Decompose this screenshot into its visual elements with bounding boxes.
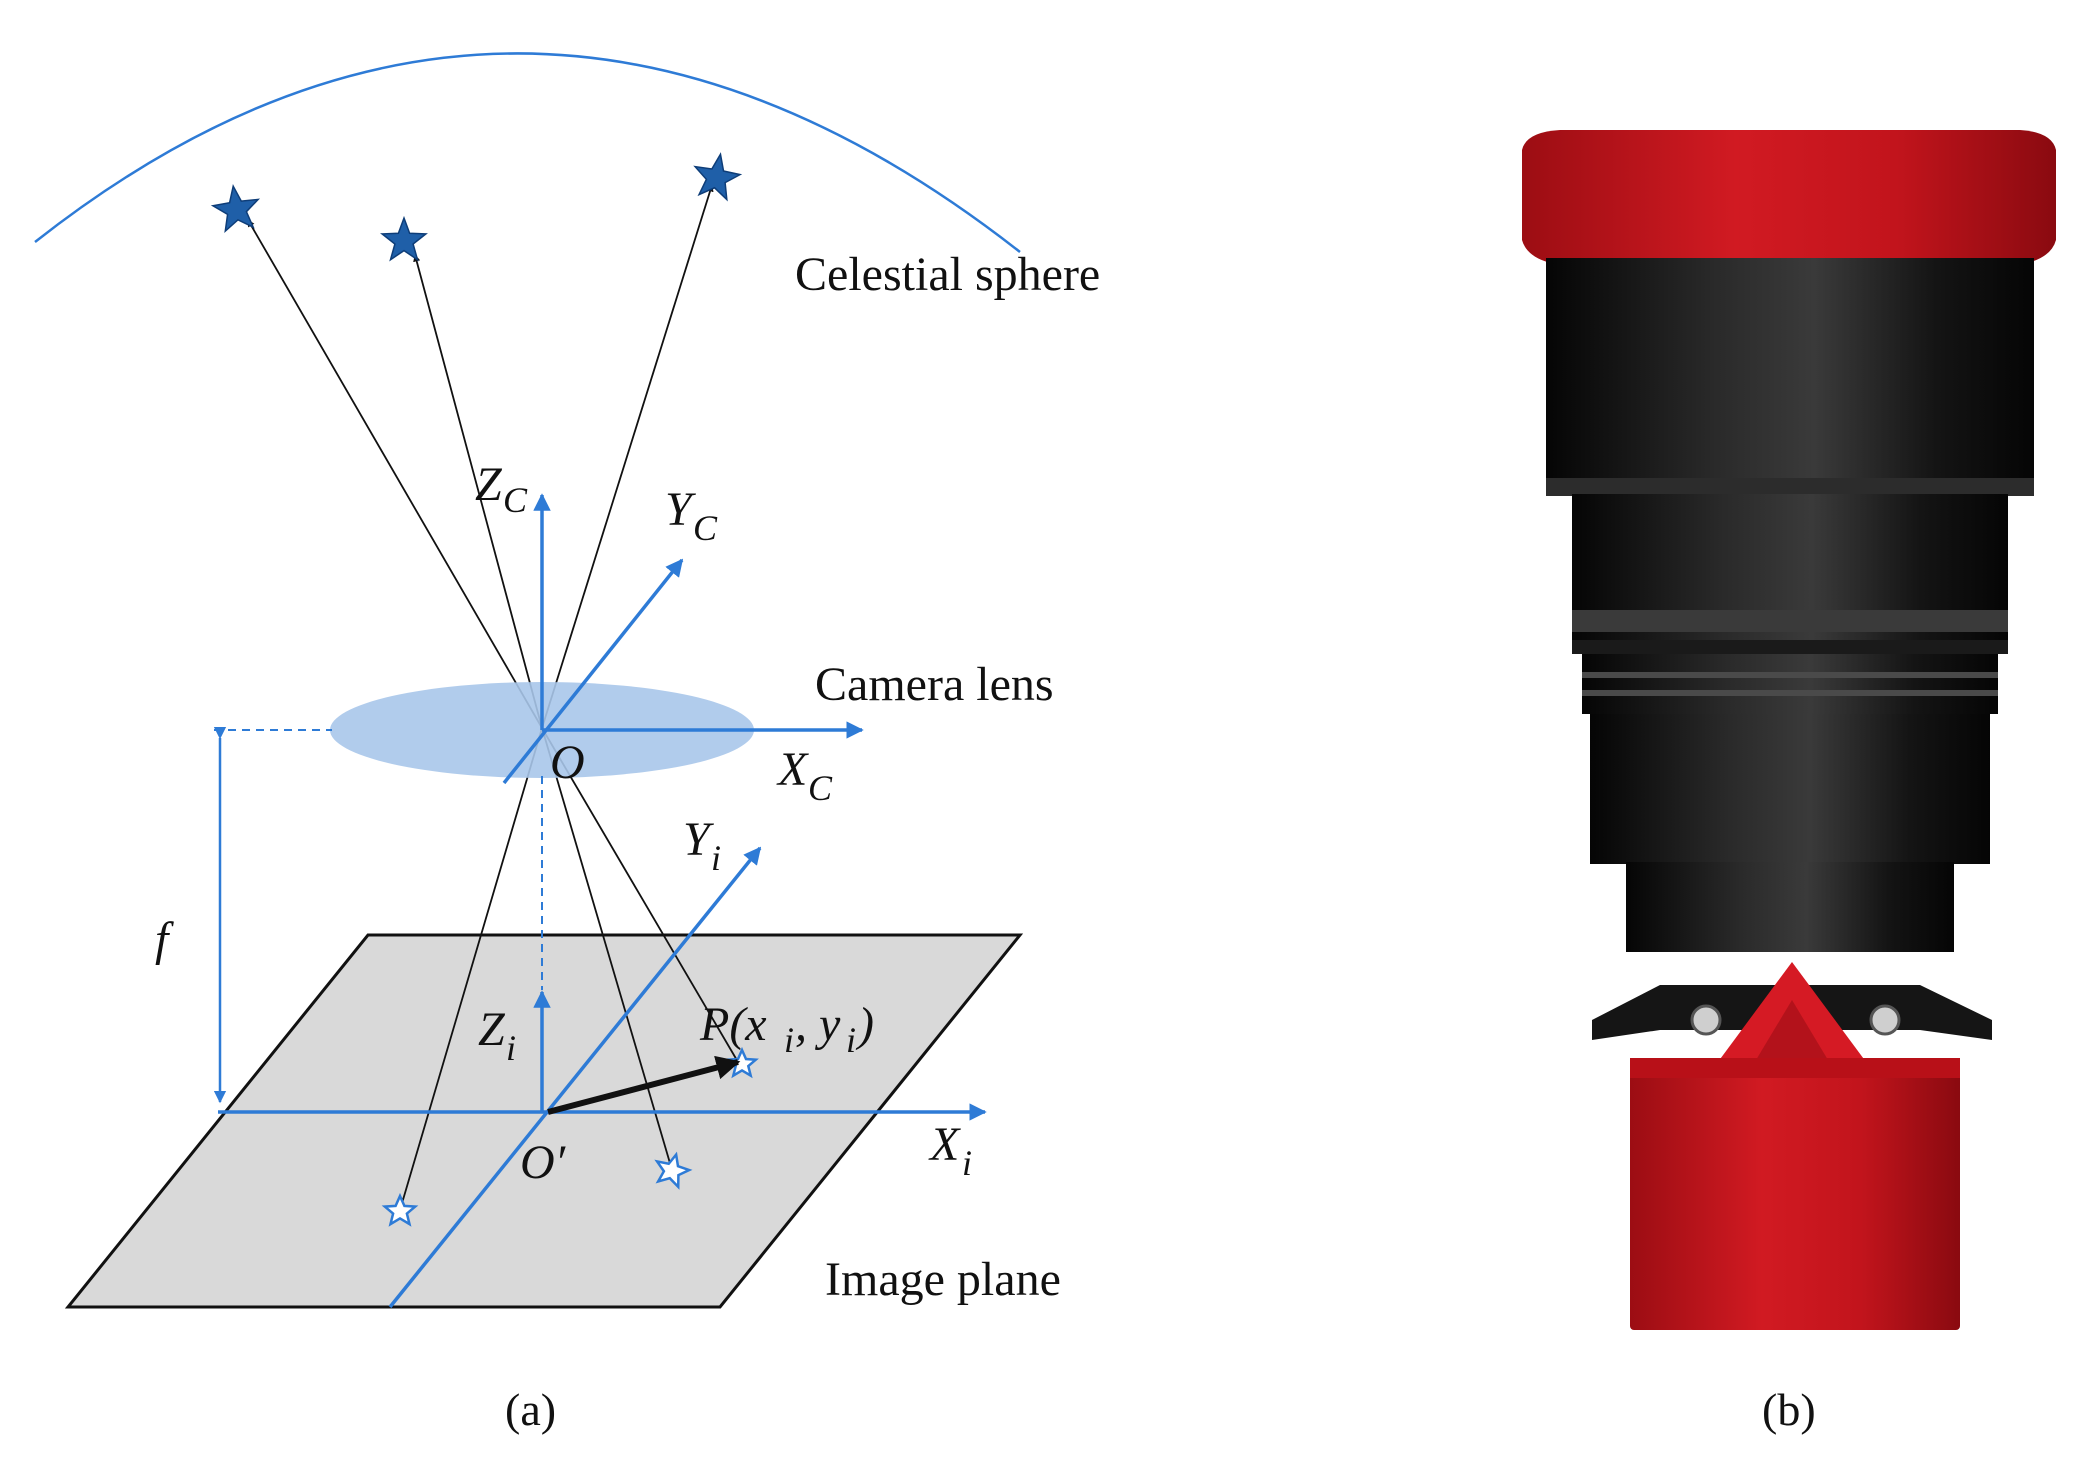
star-icon (210, 184, 261, 234)
label-camera-lens: Camera lens (815, 658, 1054, 711)
svg-text:i: i (784, 1020, 794, 1060)
caption-b: (b) (1762, 1384, 1816, 1435)
svg-text:i: i (506, 1028, 516, 1068)
svg-text:Z: Z (475, 458, 503, 511)
label-yc: Y C (665, 483, 718, 548)
star-icon (381, 1192, 419, 1227)
svg-text:Y: Y (665, 483, 696, 536)
svg-text:i: i (711, 838, 721, 878)
svg-text:): ) (855, 998, 874, 1051)
svg-text:i: i (846, 1020, 856, 1060)
svg-text:Z: Z (478, 1003, 506, 1056)
svg-text:C: C (693, 508, 718, 548)
star-icon (380, 215, 428, 262)
axis-yc (502, 558, 684, 785)
label-xi: X i (928, 1118, 972, 1183)
celestial-stars (210, 152, 743, 262)
caption-a: (a) (505, 1384, 556, 1435)
diagram-panel-a: Celestial sphere Camera lens Image plane… (34, 52, 1100, 1435)
label-celestial-sphere: Celestial sphere (795, 248, 1100, 301)
svg-text:C: C (503, 480, 528, 520)
label-zc: Z C (475, 458, 528, 520)
label-origin-o-prime: O′ (520, 1136, 567, 1189)
label-point-p: P(x i , y i ) (699, 998, 874, 1060)
svg-text:X: X (928, 1118, 961, 1171)
screw-icon (1869, 1004, 1901, 1036)
camera-axes (502, 493, 864, 785)
label-origin-o: O (550, 736, 585, 789)
svg-text:P(x: P(x (699, 998, 767, 1051)
axis-yi (388, 846, 762, 1309)
camera-photo-panel-b: (b) (1522, 130, 2056, 1435)
star-icon (693, 152, 743, 202)
label-zi: Z i (478, 1003, 516, 1068)
svg-text:, y: , y (795, 998, 841, 1051)
label-image-plane: Image plane (825, 1253, 1061, 1306)
svg-text:i: i (962, 1143, 972, 1183)
lens-mount (1626, 862, 1954, 952)
svg-text:X: X (776, 743, 809, 796)
label-yi: Y i (683, 813, 721, 878)
red-sensor-housing (1630, 1058, 1960, 1330)
projection-vector (547, 1055, 741, 1115)
dashed-guides (214, 729, 543, 990)
star-icon (654, 1151, 693, 1190)
lens-barrel-lower (1590, 714, 1990, 864)
svg-text:Y: Y (683, 813, 714, 866)
svg-text:C: C (808, 768, 833, 808)
celestial-sphere-arc (34, 52, 1021, 253)
image-axes (218, 846, 987, 1309)
label-focal-length: f (155, 913, 174, 966)
image-plane (64, 933, 1024, 1309)
star-rays (247, 184, 739, 1211)
lens-focus-ring (1582, 654, 1998, 714)
red-front-cap (1522, 130, 2056, 266)
label-xc: X C (776, 743, 833, 808)
screw-icon (1690, 1004, 1722, 1036)
lens-barrel-top (1546, 258, 2034, 496)
